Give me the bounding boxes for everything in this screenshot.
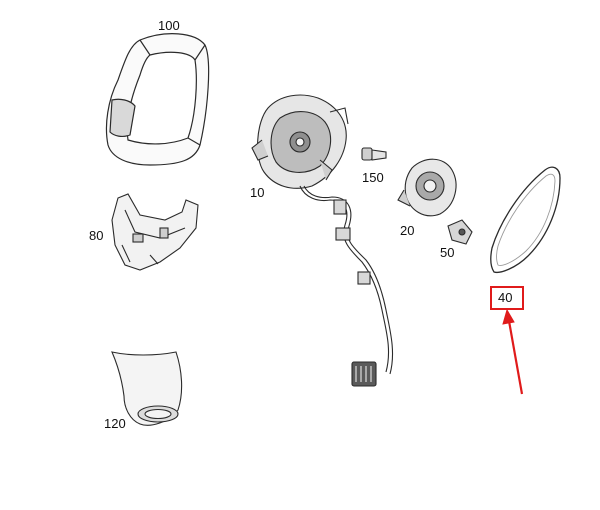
callout-80: 80 [89, 228, 104, 243]
part-150-screw [361, 147, 387, 161]
highlight-arrow [502, 308, 524, 395]
callout-40: 40 [498, 290, 513, 305]
part-50-clip [447, 219, 473, 245]
callout-highlight-box [490, 286, 524, 310]
part-120-lower-cover [111, 351, 183, 426]
wiring-harness [299, 185, 394, 375]
callout-100: 100 [158, 18, 180, 33]
part-40-mirror-glass [490, 166, 561, 274]
harness-connector [351, 361, 377, 387]
part-10-mirror-base [251, 94, 349, 189]
callout-50: 50 [440, 245, 455, 260]
part-20-glass-carrier [397, 158, 457, 217]
callout-10: 10 [250, 185, 265, 200]
callout-120: 120 [104, 416, 126, 431]
part-80-lower-housing [111, 193, 199, 271]
callout-20: 20 [400, 223, 415, 238]
part-100-mirror-cap [105, 33, 210, 166]
callout-150: 150 [362, 170, 384, 185]
